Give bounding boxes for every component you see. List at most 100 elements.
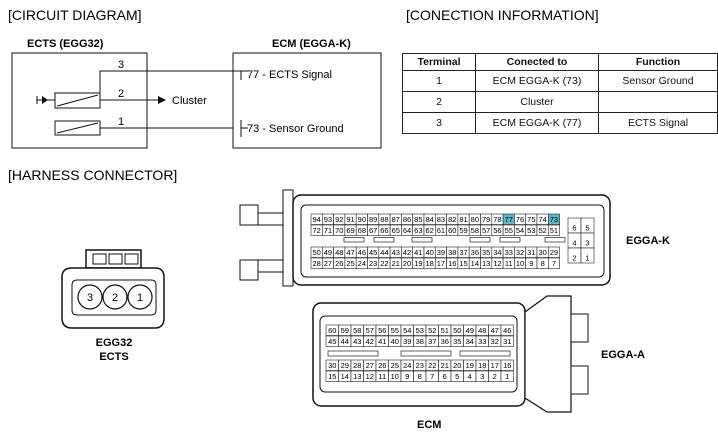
egga-a-pin-26: 26 <box>378 361 386 370</box>
connection-info-heading: [CONECTION INFORMATION] <box>406 7 599 23</box>
egga-k-pin-54: 54 <box>516 226 524 235</box>
egga-k-pin-30: 30 <box>538 248 546 257</box>
egga-a-pin-20: 20 <box>453 361 461 370</box>
table-row: 1 ECM EGGA-K (73) Sensor Ground <box>402 70 718 92</box>
egga-k-pin-85: 85 <box>414 215 422 224</box>
egga-a-pin-37: 37 <box>428 337 436 346</box>
egga-k-side-pin-1: 1 <box>585 253 589 262</box>
egga-a-pin-33: 33 <box>478 337 486 346</box>
pin-separator <box>411 237 433 243</box>
egga-a-pin-18: 18 <box>478 361 486 370</box>
table-cell <box>598 91 718 113</box>
egga-k-pin-11: 11 <box>505 259 513 268</box>
egga-k-pin-70: 70 <box>335 226 343 235</box>
egga-k-pin-64: 64 <box>403 226 411 235</box>
egga-k-pin-23: 23 <box>369 259 377 268</box>
pin-separator <box>327 350 379 357</box>
egga-k-pin-48: 48 <box>335 248 343 257</box>
egga-k-pin-63: 63 <box>414 226 422 235</box>
egga-a-pin-42: 42 <box>366 337 374 346</box>
egga-k-pin-22: 22 <box>380 259 388 268</box>
egga-k-pin-90: 90 <box>358 215 366 224</box>
egga-a-pin-40: 40 <box>391 337 399 346</box>
egga-k-pin-12: 12 <box>493 259 501 268</box>
egga-a-pin-8: 8 <box>418 372 422 381</box>
egga-a-pin-6: 6 <box>443 372 447 381</box>
egga-a-pin-43: 43 <box>353 337 361 346</box>
ecm-box <box>232 52 382 149</box>
egga-a-pin-45: 45 <box>328 337 336 346</box>
egga-k-pin-52: 52 <box>538 226 546 235</box>
egga-a-pin-24: 24 <box>403 361 411 370</box>
egga-k-pin-10: 10 <box>516 259 524 268</box>
egga-k-pin-79: 79 <box>482 215 490 224</box>
pin-separator <box>459 350 511 357</box>
egga-k-label: EGGA-K <box>626 235 670 247</box>
egga-k-pin-29: 29 <box>550 248 558 257</box>
table-cell: 1 <box>402 70 476 92</box>
harness-connector-heading: [HARNESS CONNECTOR] <box>8 167 177 183</box>
table-header-function: Function <box>598 53 718 71</box>
egga-k-pin-21: 21 <box>392 259 400 268</box>
egga-k-pin-15: 15 <box>459 259 467 268</box>
ects-signal-label: 77 - ECTS Signal <box>247 69 332 81</box>
egga-k-pin-77: 77 <box>505 215 513 224</box>
pin-cell <box>500 370 514 382</box>
egga-k-pin-9: 9 <box>529 259 533 268</box>
egga-a-pin-34: 34 <box>466 337 474 346</box>
egga-k-pin-75: 75 <box>527 215 535 224</box>
egga-k-pin-49: 49 <box>324 248 332 257</box>
egga-a-pin-27: 27 <box>366 361 374 370</box>
egga-k-pin-71: 71 <box>324 226 332 235</box>
ects-pin-3: 3 <box>87 292 93 304</box>
egga-k-side-pin-3: 3 <box>585 238 589 247</box>
egga-a-pin-38: 38 <box>416 337 424 346</box>
egga-a-pin-15: 15 <box>328 372 336 381</box>
egga-a-pin-58: 58 <box>353 326 361 335</box>
egga-a-pin-56: 56 <box>378 326 386 335</box>
egga-k-pin-31: 31 <box>527 248 535 257</box>
egga-k-pin-88: 88 <box>380 215 388 224</box>
egga-k-pin-32: 32 <box>516 248 524 257</box>
egga-k-pin-80: 80 <box>471 215 479 224</box>
table-header-row: Terminal Conected to Function <box>402 53 718 71</box>
egga-k-pin-60: 60 <box>448 226 456 235</box>
egga-k-pin-43: 43 <box>392 248 400 257</box>
egga-k-pin-42: 42 <box>403 248 411 257</box>
arrow-right-icon <box>158 96 166 104</box>
egga-a-pin-1: 1 <box>505 372 509 381</box>
pin-cell <box>547 213 560 225</box>
egga-k-pin-83: 83 <box>437 215 445 224</box>
table-cell: 3 <box>402 112 476 134</box>
egga-k-pin-28: 28 <box>312 259 320 268</box>
egga-a-pin-16: 16 <box>503 361 511 370</box>
ects-pin-1: 1 <box>137 292 143 304</box>
egga-k-pin-25: 25 <box>346 259 354 268</box>
wire-3-number: 3 <box>118 59 124 71</box>
egga-k-pin-82: 82 <box>448 215 456 224</box>
ects-label: ECTS <box>99 351 128 363</box>
egga-k-pin-86: 86 <box>403 215 411 224</box>
pin-separator <box>373 237 395 243</box>
egga-k-pin-87: 87 <box>392 215 400 224</box>
egga-a-pin-54: 54 <box>403 326 411 335</box>
egga-k-pin-73: 73 <box>550 215 558 224</box>
egga-a-pin-23: 23 <box>416 361 424 370</box>
egga-a-pin-2: 2 <box>493 372 497 381</box>
egga-k-pin-18: 18 <box>425 259 433 268</box>
egga-k-pin-27: 27 <box>324 259 332 268</box>
egga-k-pin-33: 33 <box>505 248 513 257</box>
egga-k-pin-81: 81 <box>459 215 467 224</box>
pin-cell <box>547 246 560 258</box>
egga-k-pin-14: 14 <box>471 259 479 268</box>
egga-k-pin-26: 26 <box>335 259 343 268</box>
egga-k-pin-35: 35 <box>482 248 490 257</box>
wire-1: 1 73 - Sensor Ground <box>54 116 344 137</box>
table-cell: Sensor Ground <box>598 70 718 92</box>
egga-a-pin-47: 47 <box>491 326 499 335</box>
egga-k-pin-17: 17 <box>437 259 445 268</box>
egga-a-pin-30: 30 <box>328 361 336 370</box>
